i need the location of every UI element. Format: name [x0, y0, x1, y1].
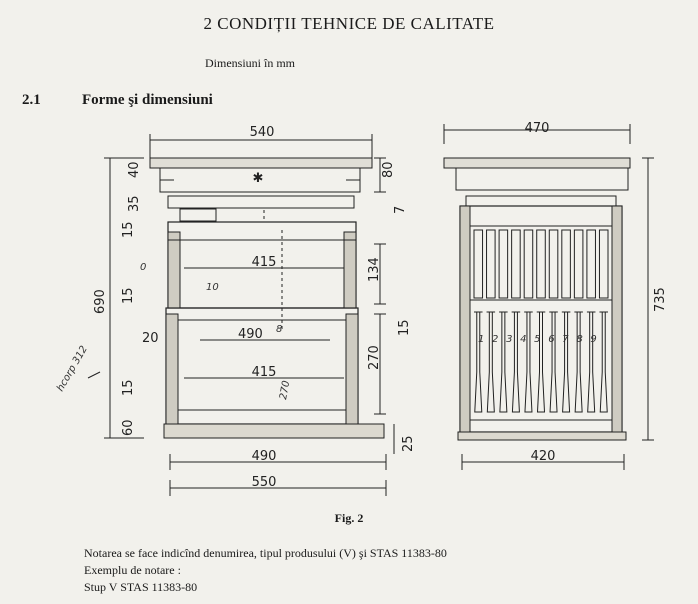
brood-frame — [499, 311, 508, 413]
super-frame — [598, 229, 609, 299]
handwritten-10: 10 — [206, 282, 219, 293]
note-line-2: Exemplu de notare : — [84, 563, 181, 577]
brood-frame — [599, 311, 608, 413]
frame-number: 7 — [562, 334, 569, 345]
ventilation-icon: ✱ — [253, 171, 264, 186]
super-frame — [536, 229, 546, 299]
brood-frame — [574, 311, 583, 413]
dim-15-right: 15 — [397, 319, 412, 336]
right-body — [459, 205, 623, 433]
roof-top-plate — [149, 157, 373, 169]
right-bottom-board — [457, 431, 627, 441]
units-note: Dimensiuni în mm — [205, 56, 295, 70]
page-title: 2 CONDIȚII TEHNICE DE CALITATE — [203, 14, 495, 33]
right-wall-right — [611, 205, 623, 433]
dim-540: 540 — [250, 125, 275, 140]
frame-number: 6 — [548, 334, 554, 345]
super-frame — [511, 229, 521, 299]
dim-80: 80 — [381, 161, 396, 178]
right-roof-plate — [443, 157, 631, 169]
dim-7: 7 — [393, 206, 408, 214]
super-frame — [561, 229, 571, 299]
left-view-hive: ✱ — [87, 134, 395, 496]
right-roof-body — [455, 167, 629, 191]
handwritten-8: 8 — [276, 324, 282, 335]
brood-frame — [586, 311, 596, 413]
brood-frame — [561, 311, 571, 413]
dim-134: 134 — [367, 257, 382, 282]
frame-number: 4 — [520, 334, 526, 345]
super-frame — [573, 229, 584, 299]
right-view-hive — [443, 124, 654, 470]
frame-number: 8 — [576, 334, 582, 345]
handwritten-270: 270 — [278, 380, 292, 401]
dim-15-top: 15 — [121, 221, 136, 238]
dim-690: 690 — [93, 289, 108, 314]
super-wall-right — [343, 231, 357, 309]
dim-270: 270 — [367, 345, 382, 370]
frame-number: 1 — [478, 334, 484, 345]
brood-frame — [524, 311, 533, 413]
brood-frame — [549, 311, 558, 413]
note-line-1: Notarea se face indicînd denumirea, tipu… — [84, 546, 447, 560]
brood-frame — [474, 311, 483, 413]
super-frame — [486, 229, 496, 299]
feeder-block — [179, 208, 217, 222]
brood-wall-right — [345, 313, 359, 425]
dim-735: 735 — [653, 287, 668, 312]
super-frame — [498, 229, 509, 299]
dim-20: 20 — [142, 331, 159, 346]
dim-15-mid: 15 — [121, 287, 136, 304]
brood-wall-left — [165, 313, 179, 425]
brood-frame — [486, 311, 496, 413]
bottom-board — [163, 423, 385, 439]
frame-number: 9 — [590, 334, 596, 345]
dim-490-inner: 490 — [238, 327, 263, 342]
dim-470: 470 — [525, 121, 550, 136]
brood-frame — [536, 311, 546, 413]
super-frame — [523, 229, 534, 299]
brood-frame — [511, 311, 521, 413]
section-number: 2.1 — [22, 92, 41, 108]
handwritten-0: 0 — [140, 262, 146, 273]
dim-490-bottom: 490 — [252, 449, 277, 464]
inner-cover — [167, 195, 355, 209]
handwritten-hcorp: hcorp 312 — [55, 344, 90, 393]
note-line-3: Stup V STAS 11383-80 — [84, 580, 198, 594]
super-wall-left — [167, 231, 181, 309]
dim-40: 40 — [127, 161, 142, 178]
right-wall-left — [459, 205, 471, 433]
dim-550: 550 — [252, 475, 277, 490]
right-inner-cover — [465, 195, 617, 207]
frame-number: 5 — [534, 334, 540, 345]
super-frame — [586, 229, 596, 299]
dim-420: 420 — [531, 449, 556, 464]
dim-415-top: 415 — [252, 255, 277, 270]
figure-caption: Fig. 2 — [334, 511, 364, 525]
dim-25: 25 — [401, 435, 416, 452]
super-frame — [548, 229, 559, 299]
frame-number: 2 — [492, 334, 498, 345]
section-title: Forme şi dimensiuni — [82, 92, 213, 108]
frame-number: 3 — [506, 334, 512, 345]
super-frame — [473, 229, 484, 299]
dim-415-bottom: 415 — [252, 365, 277, 380]
dim-60: 60 — [121, 419, 136, 436]
dim-15-low: 15 — [121, 379, 136, 396]
dim-35: 35 — [127, 195, 142, 212]
